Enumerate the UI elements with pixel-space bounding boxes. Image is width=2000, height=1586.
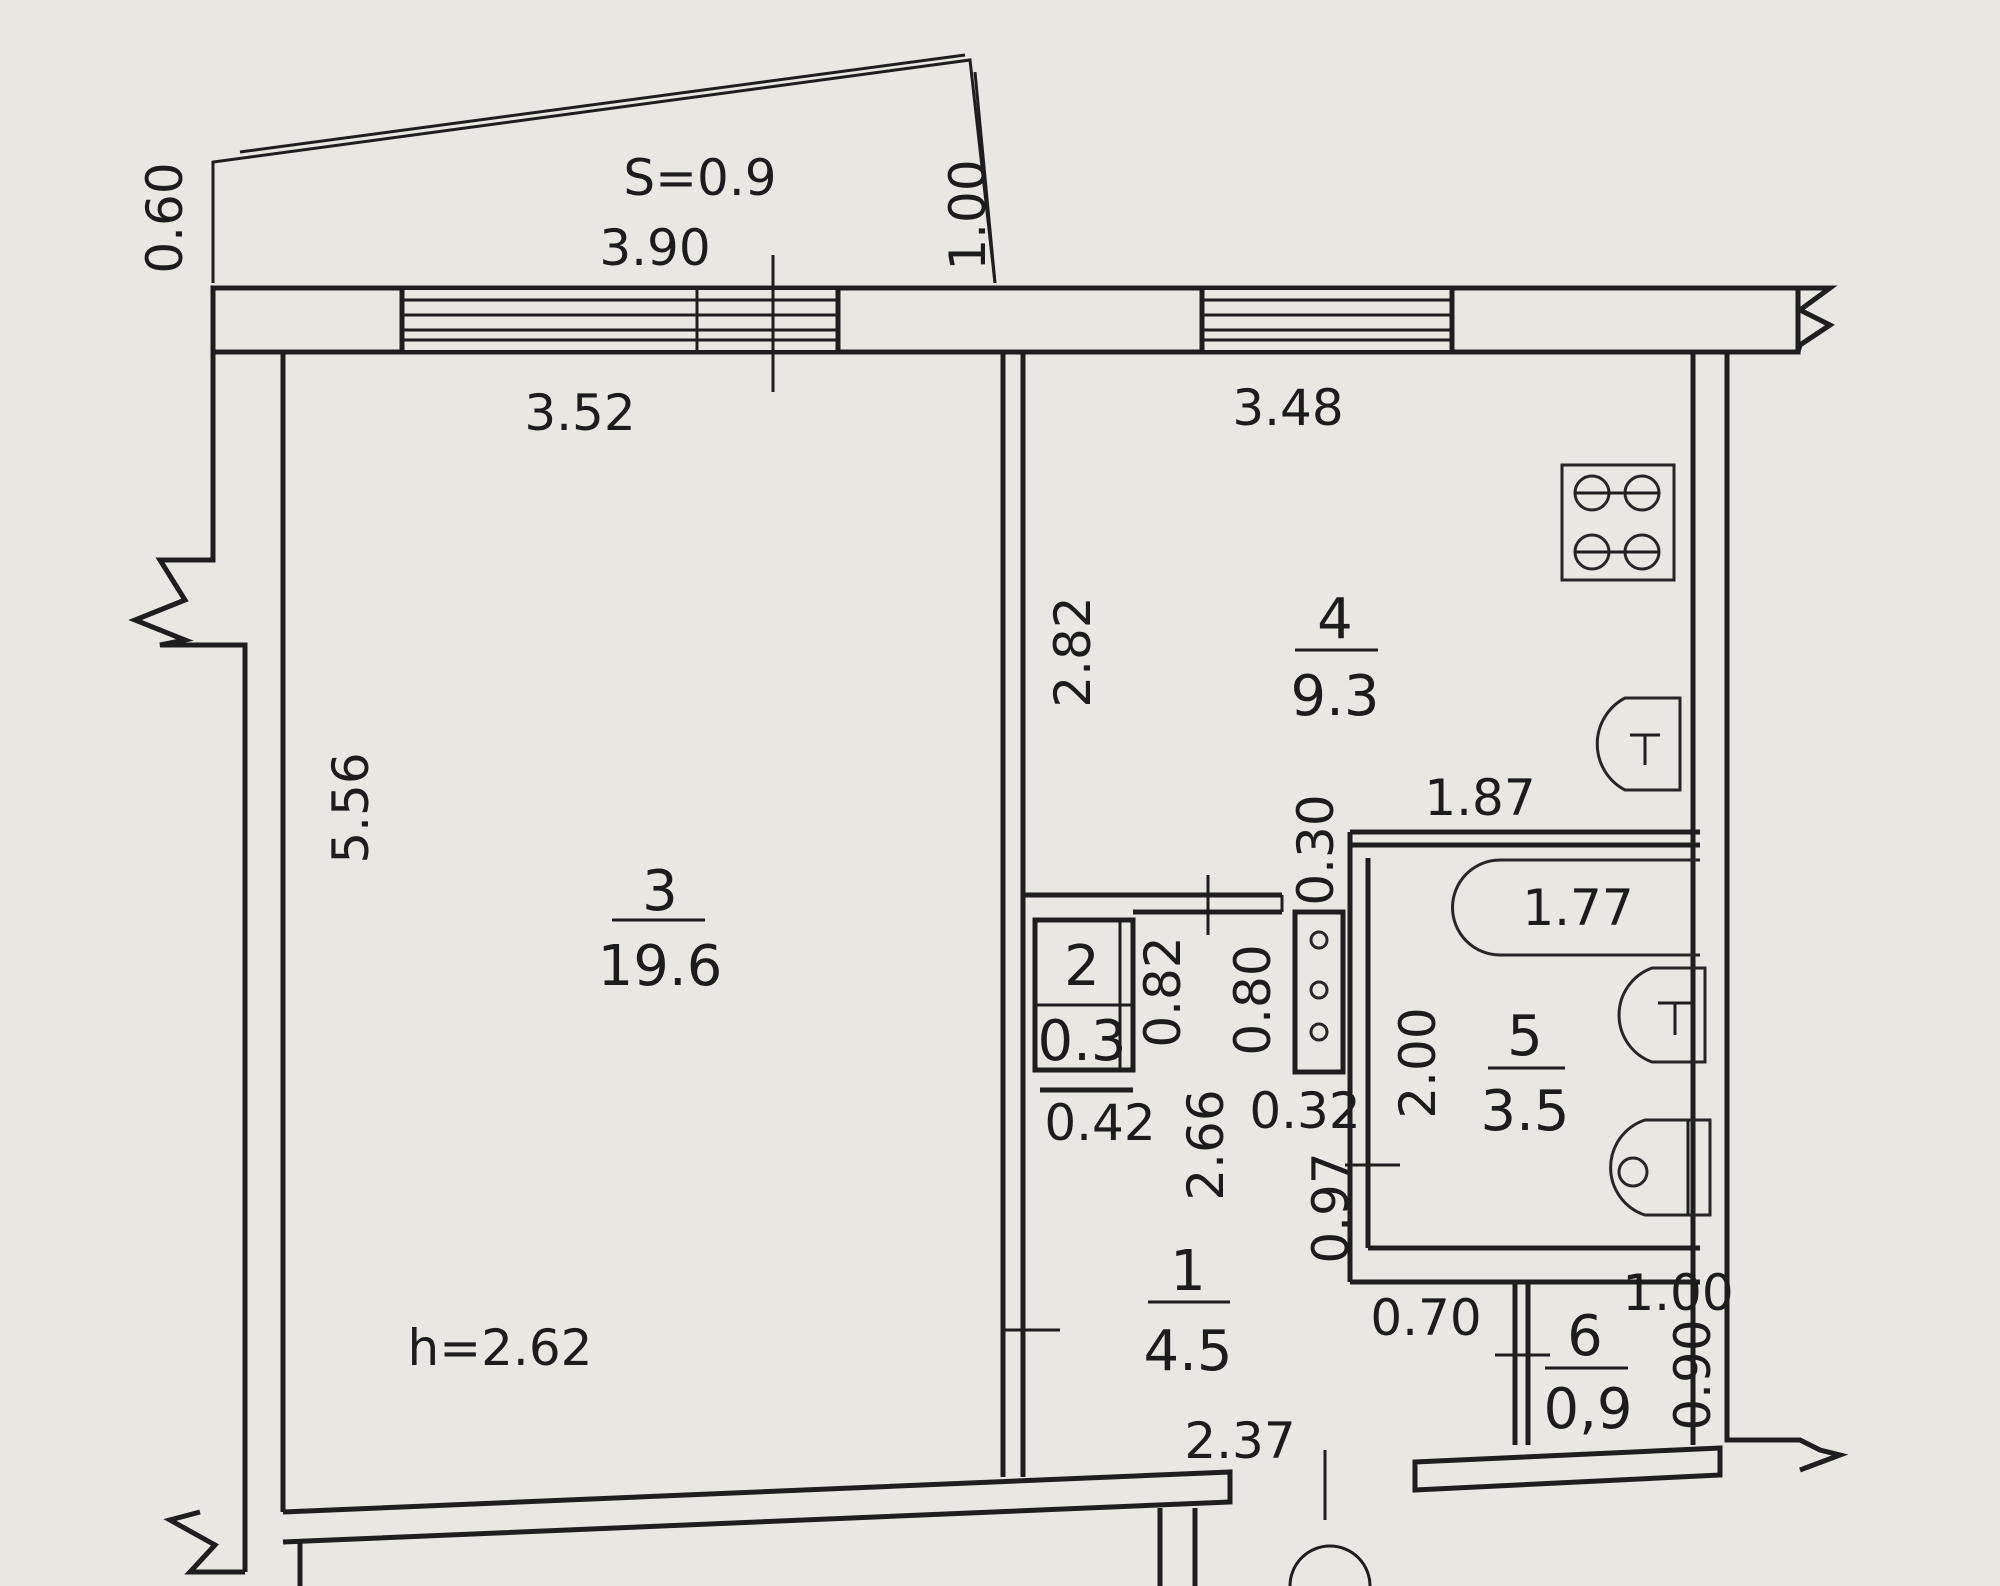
room-3-number: 3 [642,859,678,924]
dim-shaft-depth: 0.80 [1224,944,1282,1055]
room-3-area: 19.6 [598,934,723,999]
dim-wc-side: 0.90 [1664,1319,1722,1430]
dim-wc-depth: 1.00 [1622,1264,1733,1322]
dim-entrance-width: 2.37 [1184,1412,1295,1470]
room-5-area: 3.5 [1480,1079,1569,1144]
exterior-walls [128,255,1849,1586]
dim-closet-depth: 0.82 [1134,936,1192,1047]
balcony-area: S=0.9 [623,149,776,207]
vent-shaft-icon [1309,930,1329,1042]
room-1-label: 1 4.5 [1143,1239,1232,1384]
dim-tub-length: 1.77 [1522,879,1633,937]
dim-closet-width: 0.42 [1044,1094,1155,1152]
dim-hall-step: 0.32 [1249,1082,1360,1140]
toilet-icon [1609,1118,1712,1217]
dim-room3-width: 3.52 [524,384,635,442]
balcony [211,53,997,284]
unit-marker [1288,1544,1372,1586]
dim-balcony-length: 3.90 [599,219,710,277]
room-4-label: 4 9.3 [1290,587,1379,729]
dim-wc-width: 0.70 [1370,1289,1481,1347]
dim-kitchen-width: 3.48 [1232,379,1343,437]
room-4-number: 4 [1317,587,1353,652]
dim-bath-depth: 2.00 [1389,1007,1447,1118]
room-1-number: 1 [1170,1239,1206,1304]
room-1-area: 4.5 [1143,1319,1232,1384]
room-6-label: 6 0,9 [1543,1304,1632,1442]
room-6-area: 0,9 [1543,1377,1632,1442]
room-2-label: 2 0.3 [1037,934,1126,1074]
dim-balcony-left: 0.60 [136,162,194,273]
dim-room3-depth: 5.56 [322,752,380,863]
dim-bath-door: 0.97 [1302,1152,1360,1263]
interior-walls [1000,352,1700,1477]
dim-bath-top-width: 1.87 [1424,769,1535,827]
dim-balcony-right: 1.00 [939,159,997,270]
stove-icon [1560,463,1676,582]
bathtub-icon [1451,858,1700,957]
room-2-area: 0.3 [1037,1009,1126,1074]
room-5-label: 5 3.5 [1480,1004,1569,1144]
kitchen-sink-icon [1595,696,1682,792]
fixtures [1309,463,1712,1217]
room-6-number: 6 [1567,1304,1603,1369]
dim-bath-gap: 0.30 [1287,794,1345,905]
ceiling-height: h=2.62 [408,1319,593,1377]
dim-hall-length: 2.66 [1177,1089,1235,1200]
washbasin-icon [1617,966,1707,1064]
room-3-label: 3 19.6 [598,859,723,999]
room-4-area: 9.3 [1290,664,1379,729]
room-2-number: 2 [1064,934,1100,999]
dim-kitchen-depth: 2.82 [1044,596,1102,707]
room-5-number: 5 [1507,1004,1543,1069]
